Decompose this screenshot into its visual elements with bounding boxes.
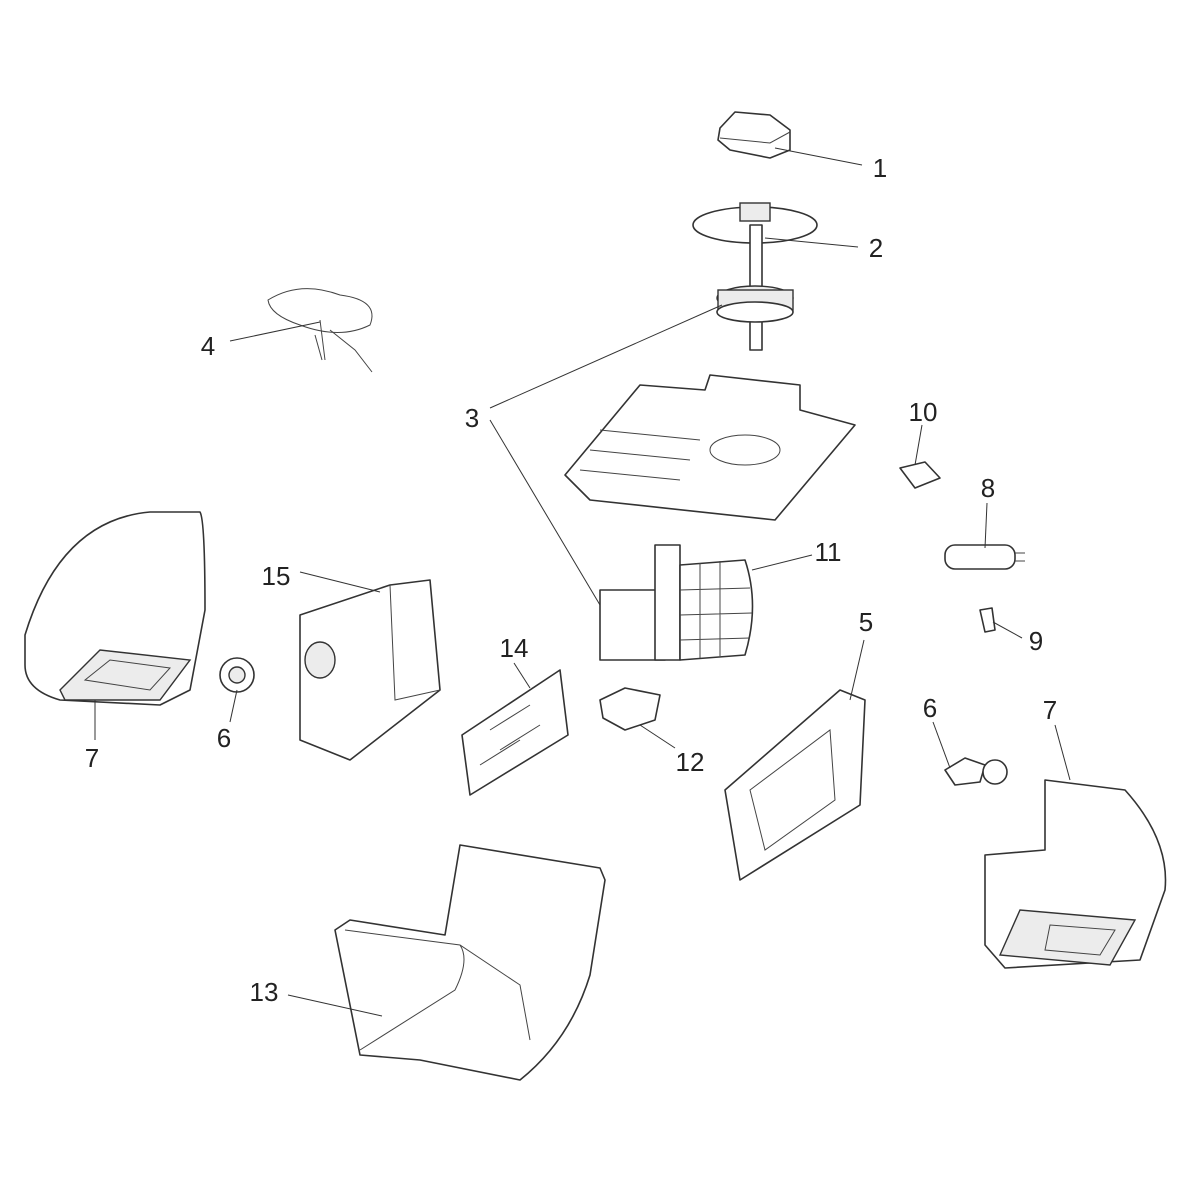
callout-labels: 1 2 3 4 10 8 11 15 5 9 14 6 7 12 6 7 13 [85,153,1057,1007]
callout-4: 4 [201,331,215,361]
part-14-logic-board [461,669,569,796]
callout-7-right: 7 [1043,695,1057,725]
callout-13: 13 [250,977,279,1007]
part-4-wire-harness [267,288,373,373]
callout-11: 11 [815,537,842,567]
part-8-capacitor [944,544,1025,570]
part-11-motor [599,544,754,661]
part-15-inner-housing [299,579,441,761]
part-5-end-panel [724,689,866,881]
chassis-plate [564,374,856,521]
callout-2: 2 [869,233,883,263]
callout-12: 12 [676,747,705,777]
part-1-cap [717,111,791,159]
part-9-clip [979,607,996,633]
callout-6-left: 6 [217,723,231,753]
part-2-sprocket-shaft [692,202,818,351]
callout-8: 8 [981,473,995,503]
callout-15: 15 [262,561,291,591]
part-12-bracket [599,687,661,731]
callout-5: 5 [859,607,873,637]
callout-1: 1 [873,153,887,183]
leader-lines [94,147,1071,1017]
part-6-socket-right [944,757,1008,786]
part-6-socket-left [219,657,255,693]
part-13-bottom-shell [334,844,606,1081]
part-7-cover-right [984,779,1167,969]
part-10-switch [899,461,941,489]
callout-9: 9 [1029,626,1043,656]
callout-7-left: 7 [85,743,99,773]
part-3-gear [716,285,794,323]
callout-3: 3 [465,403,479,433]
callout-14: 14 [500,633,529,663]
callout-10: 10 [909,397,938,427]
callout-6-right: 6 [923,693,937,723]
part-7-cover-left [24,511,206,706]
